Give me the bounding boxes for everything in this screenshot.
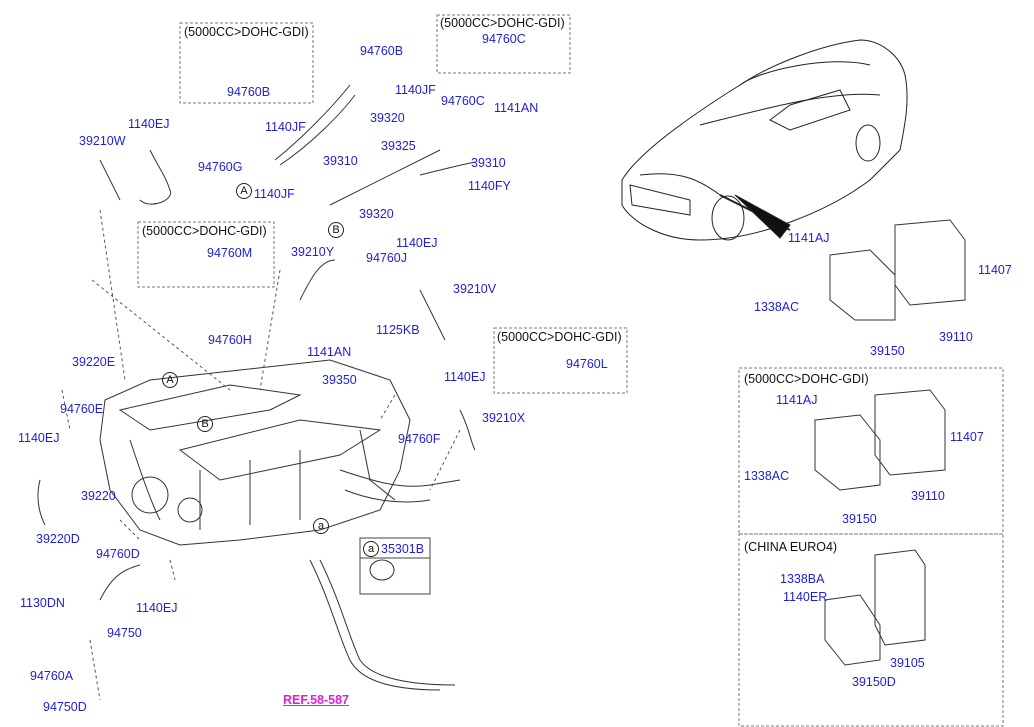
part-39210y[interactable]: 39210Y: [291, 245, 335, 259]
part-94760j[interactable]: 94760J: [366, 251, 408, 265]
part-1125kb[interactable]: 1125KB: [376, 323, 420, 337]
part-1141aj-1[interactable]: 1141AJ: [788, 231, 830, 245]
part-39210w[interactable]: 39210W: [79, 134, 126, 148]
part-94760b-box[interactable]: 94760B: [227, 85, 271, 99]
part-1140er[interactable]: 1140ER: [783, 590, 828, 604]
part-1140ej-4[interactable]: 1140EJ: [18, 431, 60, 445]
part-1141aj-2[interactable]: 1141AJ: [776, 393, 818, 407]
part-39320-1[interactable]: 39320: [370, 111, 405, 125]
part-1140fy[interactable]: 1140FY: [468, 179, 511, 193]
part-94760g[interactable]: 94760G: [198, 160, 243, 174]
variant-note-ecu: (5000CC>DOHC-GDI): [744, 372, 869, 386]
part-1141an-2[interactable]: 1141AN: [307, 345, 352, 359]
part-94760l[interactable]: 94760L: [566, 357, 608, 371]
marker-a-engine: A: [162, 372, 178, 388]
engine-illustration: [99, 359, 461, 546]
marker-a-upper: A: [236, 183, 252, 199]
part-1140jf-1[interactable]: 1140JF: [395, 83, 436, 97]
part-39310-2[interactable]: 39310: [471, 156, 506, 170]
part-94750d[interactable]: 94750D: [43, 700, 87, 714]
part-39220d[interactable]: 39220D: [36, 532, 80, 546]
part-39150-2[interactable]: 39150: [842, 512, 877, 526]
part-94760e[interactable]: 94760E: [60, 402, 104, 416]
part-1140ej-5[interactable]: 1140EJ: [136, 601, 178, 615]
marker-a-small-box: a: [363, 541, 379, 557]
variant-note-mid-left: (5000CC>DOHC-GDI): [142, 224, 267, 238]
part-94760f[interactable]: 94760F: [398, 432, 441, 446]
part-39220[interactable]: 39220: [81, 489, 116, 503]
part-39105[interactable]: 39105: [890, 656, 925, 670]
variant-note-china: (CHINA EURO4): [744, 540, 838, 554]
part-39325[interactable]: 39325: [381, 139, 416, 153]
part-94760b[interactable]: 94760B: [360, 44, 404, 58]
part-1140ej-1[interactable]: 1140EJ: [128, 117, 170, 131]
part-35301b[interactable]: 35301B: [381, 542, 425, 556]
part-94760c-box[interactable]: 94760C: [482, 32, 526, 46]
marker-b-engine: B: [197, 416, 213, 432]
marker-a-small-pipe: a: [313, 518, 329, 534]
part-1140jf-2[interactable]: 1140JF: [265, 120, 306, 134]
part-94760a[interactable]: 94760A: [30, 669, 74, 683]
variant-note-mid-right: (5000CC>DOHC-GDI): [497, 330, 622, 344]
part-39210x[interactable]: 39210X: [482, 411, 526, 425]
part-1130dn[interactable]: 1130DN: [20, 596, 65, 610]
part-39220e[interactable]: 39220E: [72, 355, 116, 369]
part-11407-1[interactable]: 11407: [978, 263, 1012, 277]
part-39350[interactable]: 39350: [322, 373, 357, 387]
vehicle-illustration: [621, 39, 908, 241]
part-94750[interactable]: 94750: [107, 626, 142, 640]
part-1338ac-1[interactable]: 1338AC: [754, 300, 800, 314]
part-39110-2[interactable]: 39110: [911, 489, 945, 503]
part-39150-1[interactable]: 39150: [870, 344, 905, 358]
variant-note-top-left: (5000CC>DOHC-GDI): [184, 25, 309, 39]
part-94760h[interactable]: 94760H: [208, 333, 252, 347]
reference-link[interactable]: REF.58-587: [283, 693, 350, 707]
part-94760m[interactable]: 94760M: [207, 246, 253, 260]
part-39310-1[interactable]: 39310: [323, 154, 358, 168]
part-39110-1[interactable]: 39110: [939, 330, 973, 344]
part-1140ej-3[interactable]: 1140EJ: [444, 370, 486, 384]
part-39150d[interactable]: 39150D: [852, 675, 896, 689]
part-1338ba[interactable]: 1338BA: [780, 572, 825, 586]
part-1140ej-2[interactable]: 1140EJ: [396, 236, 438, 250]
part-11407-2[interactable]: 11407: [950, 430, 984, 444]
part-1338ac-2[interactable]: 1338AC: [744, 469, 790, 483]
variant-note-top-mid: (5000CC>DOHC-GDI): [440, 16, 565, 30]
part-39210v[interactable]: 39210V: [453, 282, 497, 296]
part-94760d[interactable]: 94760D: [96, 547, 140, 561]
part-39320-2[interactable]: 39320: [359, 207, 394, 221]
part-94760c[interactable]: 94760C: [441, 94, 485, 108]
part-1141an-1[interactable]: 1141AN: [494, 101, 539, 115]
part-1140jf-3[interactable]: 1140JF: [254, 187, 295, 201]
marker-b-upper: B: [328, 222, 344, 238]
ecu-illustrations: [369, 219, 966, 666]
